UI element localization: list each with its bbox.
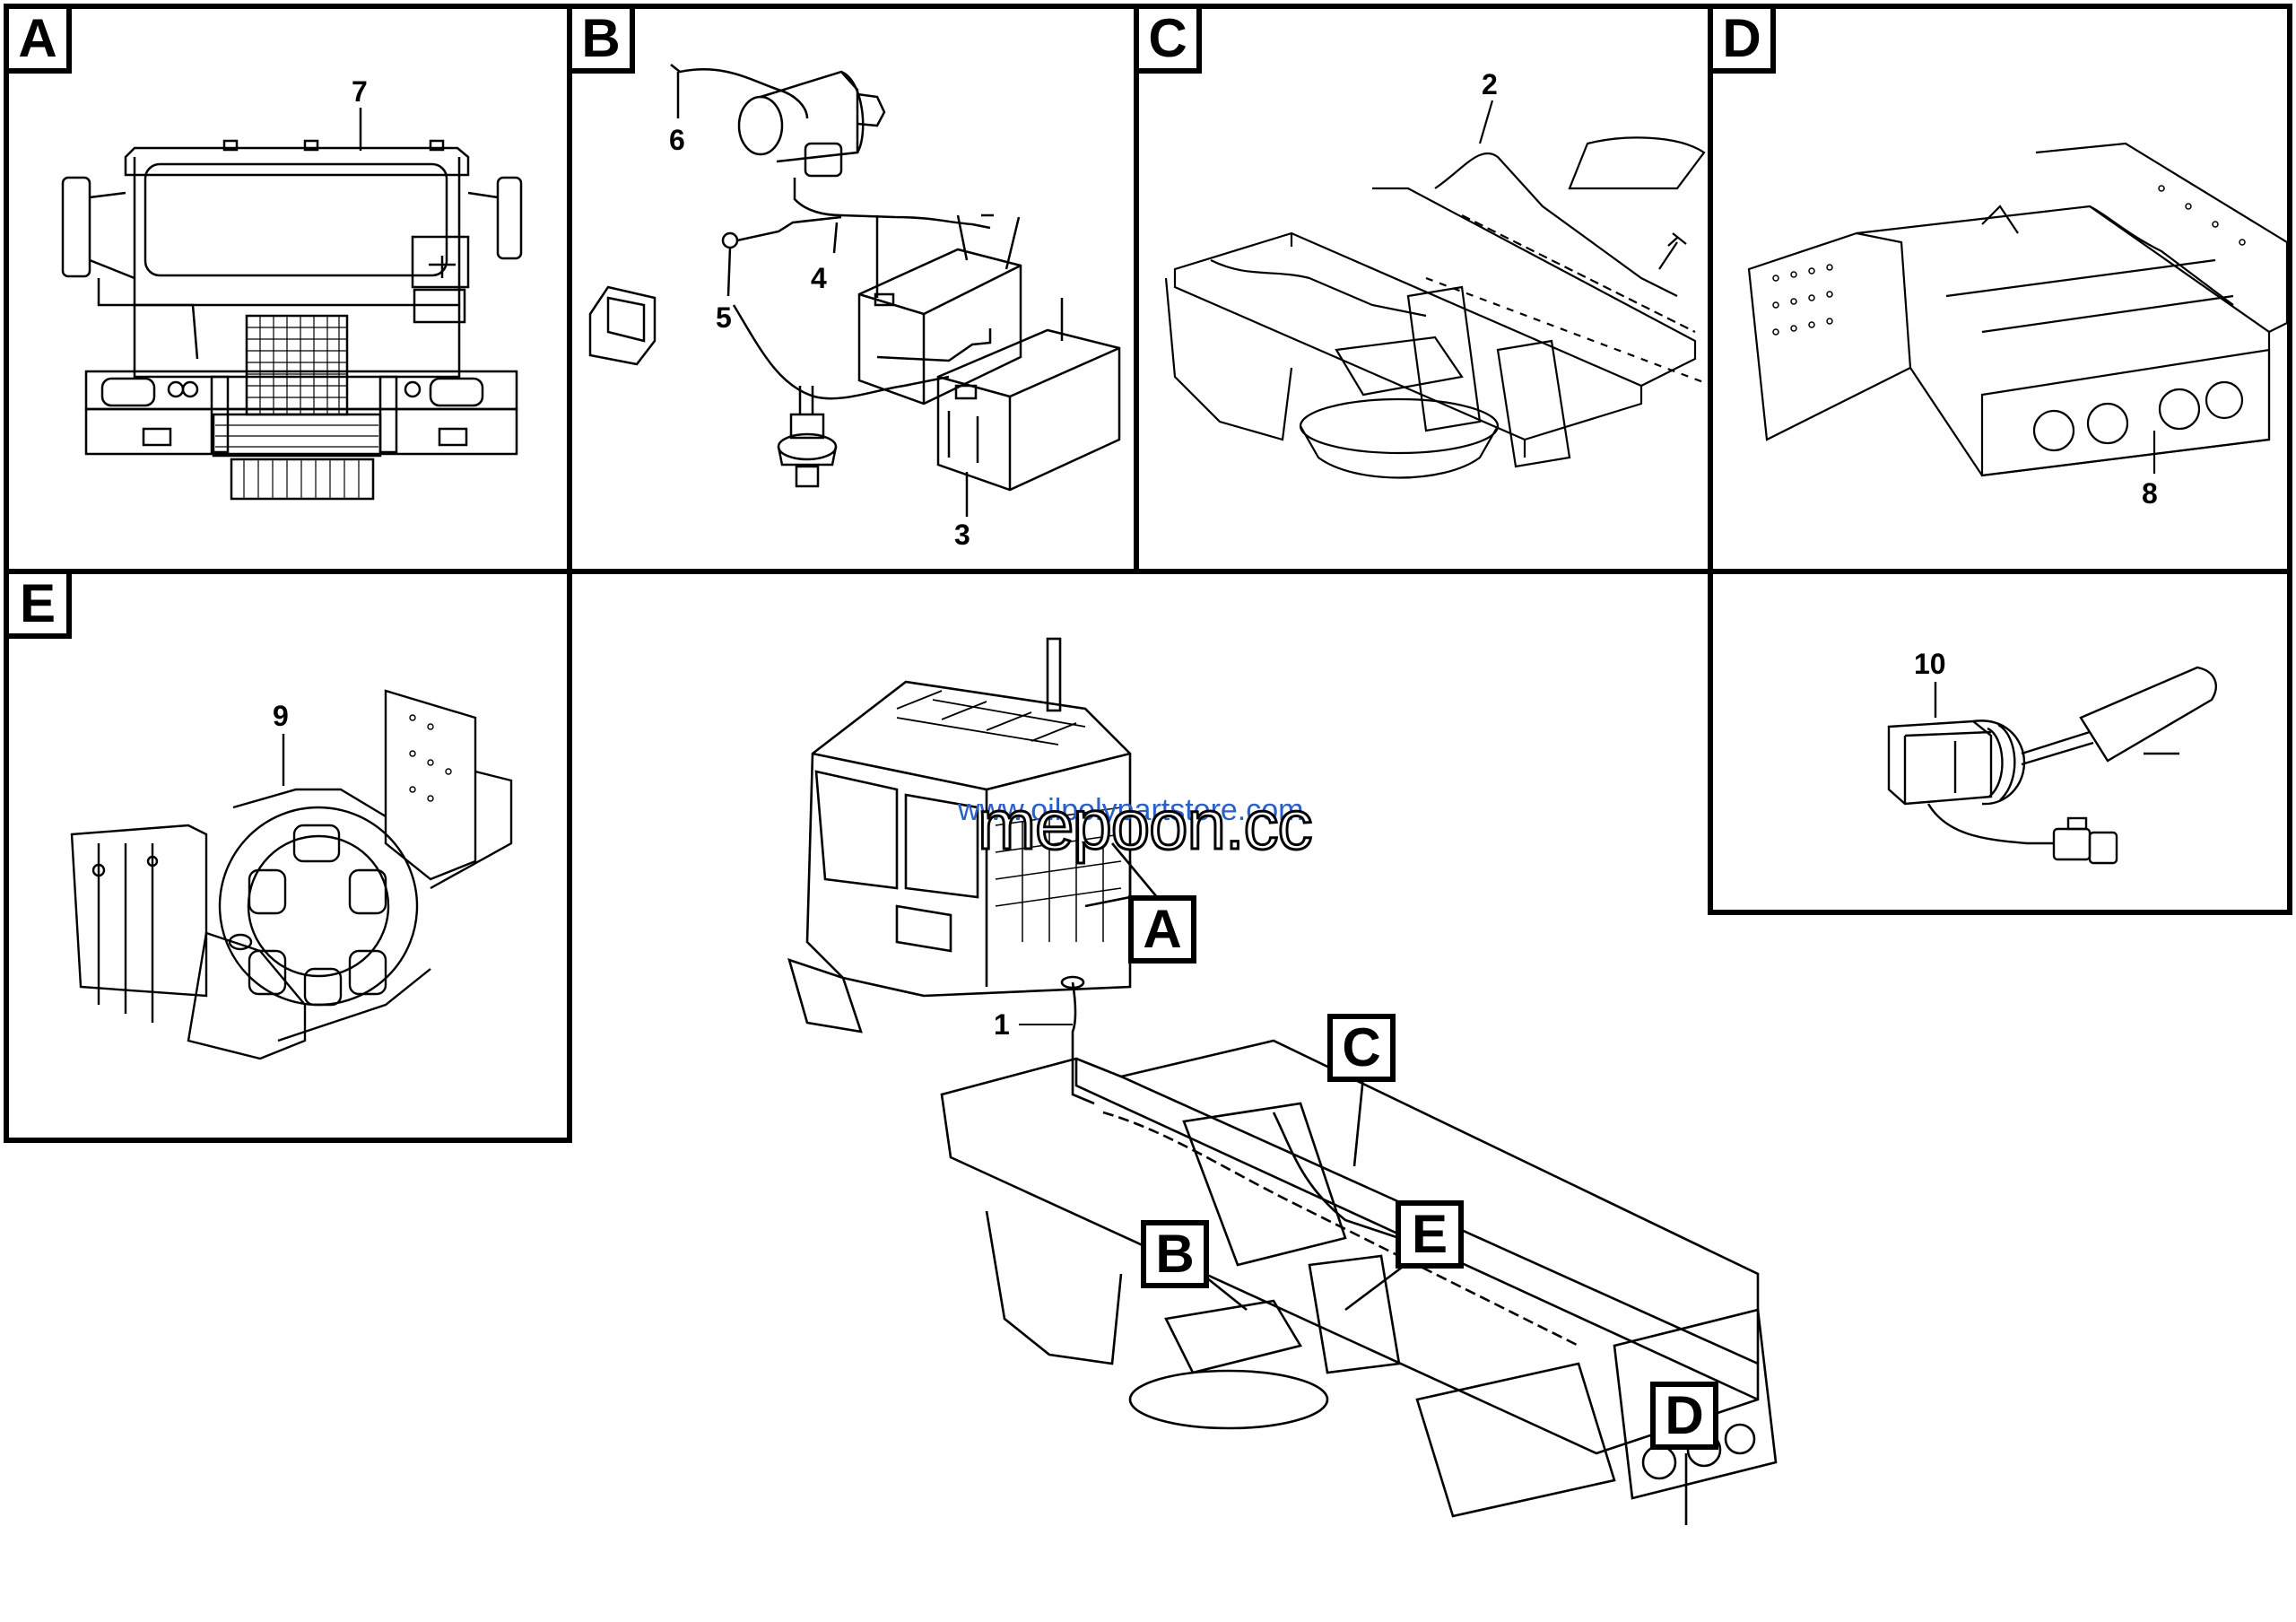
panel-c: C 2: [1134, 4, 1713, 574]
panel-letter-d: D: [1713, 9, 1776, 74]
cab-front-view-illustration: [61, 108, 523, 501]
callout-1: 1: [994, 1008, 1010, 1041]
callout-3: 3: [954, 519, 970, 551]
callout-4: 4: [811, 262, 827, 294]
joystick-control-illustration: [1887, 666, 2217, 865]
panel-joystick: 10: [1708, 569, 2292, 915]
watermark-main: mepoon.cc: [977, 785, 1315, 864]
panel-letter-e: E: [9, 574, 72, 639]
panel-e: E 9: [4, 569, 572, 1143]
chassis-wiring-detail-illustration: [1164, 100, 1708, 479]
panel-letter-c: C: [1139, 9, 1202, 74]
callout-10: 10: [1914, 648, 1946, 680]
panel-letter-a: A: [9, 9, 72, 74]
callout-6: 6: [669, 124, 685, 156]
callout-8: 8: [2142, 477, 2158, 510]
panel-d: D 8: [1708, 4, 2292, 574]
callout-7: 7: [352, 75, 368, 108]
locator-b: B: [1141, 1220, 1209, 1288]
alternator-bracket-illustration: [70, 689, 513, 1060]
battery-starter-illustration: [588, 64, 1121, 517]
callout-2: 2: [1482, 68, 1498, 100]
panel-letter-b: B: [572, 9, 635, 74]
callout-5: 5: [716, 301, 732, 334]
panel-a: A 7: [4, 4, 572, 574]
callout-9: 9: [273, 700, 289, 732]
locator-c: C: [1327, 1014, 1396, 1082]
rear-frame-illustration: [1747, 142, 2287, 477]
locator-d: D: [1650, 1382, 1718, 1450]
locator-e: E: [1396, 1200, 1464, 1269]
panel-b: B 6 4 5 3: [567, 4, 1139, 574]
watermark-url: www.oilpolypartstore.com: [958, 793, 1304, 827]
locator-a: A: [1128, 895, 1196, 964]
